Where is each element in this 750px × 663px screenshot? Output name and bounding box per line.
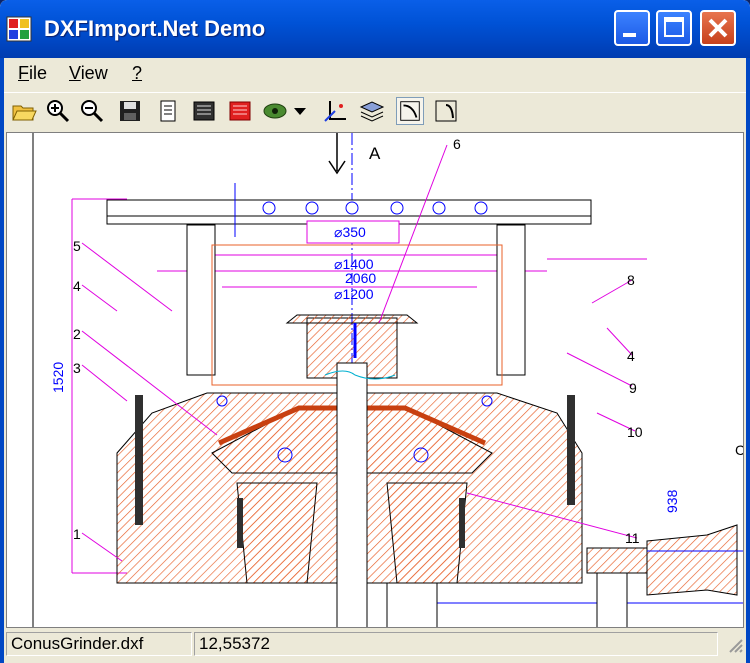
section-marker-label: A: [369, 144, 381, 163]
dim-350: ⌀350: [334, 224, 366, 240]
menu-help[interactable]: ?: [132, 63, 143, 83]
page-icon[interactable]: [154, 97, 182, 125]
dim-2060: 2060: [345, 270, 376, 286]
eye-icon[interactable]: [262, 97, 290, 125]
close-button[interactable]: [700, 10, 736, 46]
dim-1520: 1520: [50, 362, 66, 393]
title-bar[interactable]: DXFImport.Net Demo: [0, 0, 750, 58]
app-icon: [6, 16, 32, 42]
callout-4-right: 4: [627, 348, 635, 364]
layer-stack-icon[interactable]: [358, 97, 386, 125]
dim-1200: ⌀1200: [334, 286, 374, 302]
drawing-canvas[interactable]: A ⌀350 ⌀1400 2060 ⌀1200 1520: [6, 132, 744, 628]
window-frame-left: [0, 58, 4, 663]
save-icon[interactable]: [116, 97, 144, 125]
maximize-icon: [664, 17, 684, 37]
menu-bar: File View ?: [4, 58, 746, 90]
minimize-button[interactable]: [614, 10, 650, 46]
callout-3: 3: [73, 360, 81, 376]
close-icon: [708, 18, 728, 38]
minimize-icon: [623, 33, 636, 37]
zoom-out-icon[interactable]: [78, 97, 106, 125]
resize-grip-icon[interactable]: [726, 636, 744, 654]
open-icon[interactable]: [10, 97, 38, 125]
callout-5: 5: [73, 238, 81, 254]
layers-red-icon[interactable]: [226, 97, 254, 125]
layout-icon[interactable]: [190, 97, 218, 125]
menu-file[interactable]: File: [18, 63, 48, 83]
callout-9: 9: [629, 380, 637, 396]
window-title: DXFImport.Net Demo: [44, 16, 266, 41]
dropdown-arrow-icon[interactable]: [292, 97, 308, 125]
zoom-in-icon[interactable]: [44, 97, 72, 125]
callout-10: 10: [627, 424, 643, 440]
callout-11: 11: [625, 530, 640, 546]
callout-1: 1: [73, 526, 81, 542]
callout-4-left: 4: [73, 278, 81, 294]
callout-2: 2: [73, 326, 81, 342]
maximize-button[interactable]: [656, 10, 692, 46]
status-coordinates: 12,55372: [194, 632, 718, 656]
status-bar: ConusGrinder.dxf 12,55372: [4, 630, 746, 660]
dim-1400: ⌀1400: [334, 256, 374, 272]
callout-8: 8: [627, 272, 635, 288]
arc-mode-icon[interactable]: [396, 97, 424, 125]
cad-drawing[interactable]: A ⌀350 ⌀1400 2060 ⌀1200 1520: [7, 133, 744, 628]
arc-mode-alt-icon[interactable]: [432, 97, 460, 125]
axes-icon[interactable]: [322, 97, 350, 125]
window-frame-right: [746, 58, 750, 663]
edge-label-c: C: [735, 442, 744, 458]
toolbar: [4, 92, 746, 131]
menu-view[interactable]: View: [69, 63, 108, 83]
callout-6: 6: [453, 136, 461, 152]
status-filename: ConusGrinder.dxf: [6, 632, 192, 656]
dim-938: 938: [664, 489, 680, 513]
